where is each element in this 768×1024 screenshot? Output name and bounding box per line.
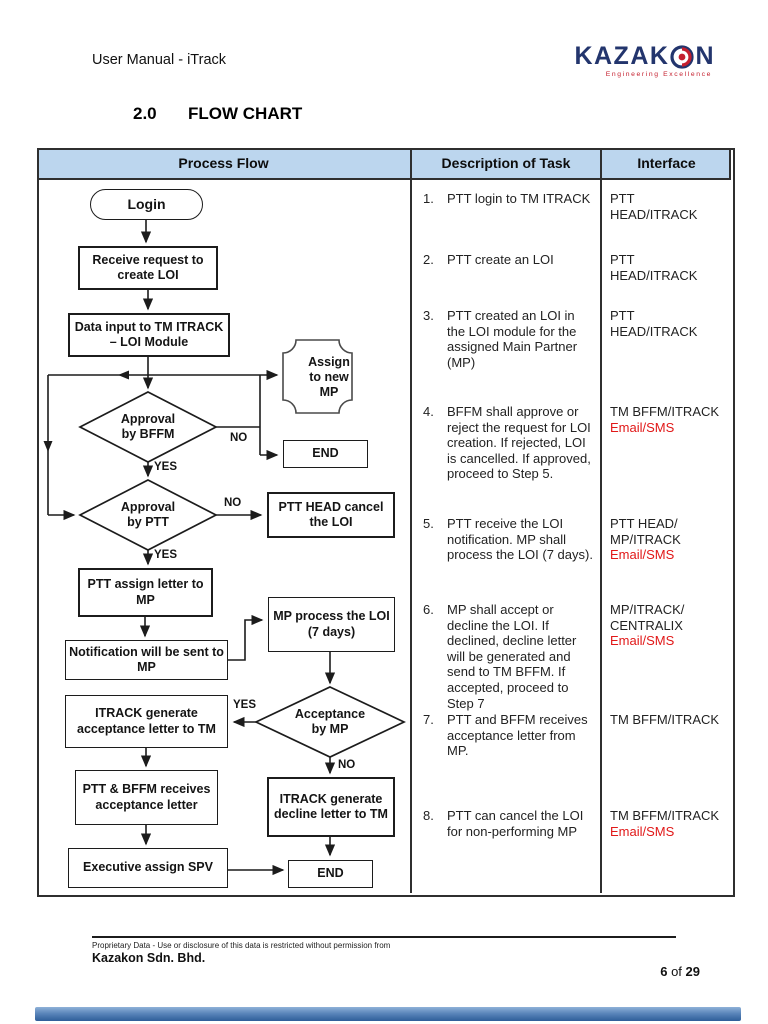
node-ptt-bffm-receives: PTT & BFFM receives acceptance letter (75, 770, 218, 825)
node-itrack-acceptance-letter: ITRACK generate acceptance letter to TM (65, 695, 228, 748)
section-heading: 2.0 FLOW CHART (133, 104, 302, 124)
node-assign-new-mp: Assign to new MP (308, 354, 350, 399)
interface-channel: Email/SMS (610, 547, 675, 563)
task-number: 8. (423, 808, 434, 823)
node-acceptance-by-mp: Acceptance by MP (294, 707, 366, 736)
task-text: PTT created an LOI in the LOI module for… (447, 308, 578, 370)
node-end-1: END (283, 440, 368, 468)
page-number: 6 of 29 (500, 964, 700, 979)
task-item-6: 6. MP shall accept or decline the LOI. I… (423, 602, 595, 711)
page-number-current: 6 (660, 964, 668, 979)
company-logo: KAZAK N Engineering Excellence (560, 44, 715, 79)
logo-tagline: Engineering Excellence (605, 71, 712, 78)
label-ptt-no: NO (224, 497, 242, 509)
interface-line: TM BFFM/ITRACK (610, 712, 720, 727)
node-executive-assign-spv: Executive assign SPV (68, 848, 228, 888)
logo-text-left: KAZAK (574, 42, 670, 70)
label-ptt-yes: YES (154, 549, 178, 561)
interface-item-2: PTT HEAD/ITRACK (610, 252, 728, 283)
label-acceptance-yes: YES (233, 699, 257, 711)
table-header-row (37, 148, 731, 180)
interface-line: PTT HEAD/ (610, 516, 678, 531)
column-divider-2 (600, 148, 602, 893)
task-number: 5. (423, 516, 434, 531)
col-header-process-flow: Process Flow (178, 155, 269, 171)
task-item-8: 8. PTT can cancel the LOI for non-perfor… (423, 808, 595, 839)
interface-channel: Email/SMS (610, 419, 675, 435)
footer-notice: Proprietary Data - Use or disclosure of … (92, 941, 391, 950)
page-number-total: 29 (685, 964, 700, 979)
interface-item-8: TM BFFM/ITRACK Email/SMS (610, 808, 728, 839)
task-number: 7. (423, 712, 434, 727)
column-divider-1 (410, 148, 412, 893)
interface-item-6: MP/ITRACK/ CENTRALIX Email/SMS (610, 602, 728, 649)
node-receive-request: Receive request to create LOI (78, 246, 218, 290)
task-text: MP shall accept or decline the LOI. If d… (447, 602, 577, 711)
interface-channel: Email/SMS (610, 823, 675, 839)
node-end-2: END (288, 860, 373, 888)
document-title: User Manual - iTrack (92, 52, 227, 68)
interface-line: CENTRALIX (610, 617, 683, 633)
task-text: PTT login to TM ITRACK (447, 191, 591, 206)
task-item-1: 1. PTT login to TM ITRACK (423, 191, 595, 207)
interface-line: PTT (610, 308, 635, 323)
interface-item-5: PTT HEAD/ MP/ITRACK Email/SMS (610, 516, 728, 563)
task-item-5: 5. PTT receive the LOI notification. MP … (423, 516, 595, 563)
node-login: Login (90, 189, 203, 220)
interface-line: TM BFFM/ITRACK (610, 808, 720, 823)
node-approval-ptt: Approval by PTT (120, 500, 176, 529)
label-acceptance-no: NO (338, 759, 356, 771)
page-number-of: of (667, 964, 686, 979)
interface-item-4: TM BFFM/ITRACK Email/SMS (610, 404, 728, 435)
interface-line: TM BFFM/ITRACK (610, 404, 720, 419)
interface-item-3: PTT HEAD/ITRACK (610, 308, 728, 339)
task-number: 2. (423, 252, 434, 267)
node-itrack-decline-letter: ITRACK generate decline letter to TM (267, 777, 395, 837)
task-text: PTT and BFFM receives acceptance letter … (447, 712, 588, 759)
task-item-3: 3. PTT created an LOI in the LOI module … (423, 308, 595, 370)
section-number: 2.0 (133, 104, 157, 123)
interface-line: HEAD/ITRACK (610, 323, 698, 339)
node-approval-bffm: Approval by BFFM (120, 412, 176, 441)
section-title: FLOW CHART (188, 104, 303, 123)
col-header-interface: Interface (637, 155, 696, 171)
logo-wordmark: KAZAK N (560, 44, 715, 69)
interface-line: MP/ITRACK/ (610, 602, 685, 617)
task-text: PTT can cancel the LOI for non-performin… (447, 808, 584, 839)
interface-line: PTT (610, 252, 635, 267)
logo-swirl-icon (670, 44, 695, 69)
task-text: PTT create an LOI (447, 252, 554, 267)
task-text: PTT receive the LOI notification. MP sha… (447, 516, 593, 563)
task-number: 1. (423, 191, 434, 206)
col-header-description: Description of Task (441, 155, 571, 171)
logo-text-right: N (695, 42, 715, 70)
interface-line: HEAD/ITRACK (610, 267, 698, 283)
task-number: 4. (423, 404, 434, 419)
interface-item-1: PTT HEAD/ITRACK (610, 191, 728, 222)
footer-company: Kazakon Sdn. Bhd. (92, 951, 206, 965)
task-number: 6. (423, 602, 434, 617)
task-item-2: 2. PTT create an LOI (423, 252, 595, 268)
footer-divider (92, 936, 676, 938)
interface-line: MP/ITRACK (610, 531, 681, 547)
task-item-7: 7. PTT and BFFM receives acceptance lett… (423, 712, 595, 759)
node-ptt-head-cancel: PTT HEAD cancel the LOI (267, 492, 395, 538)
interface-channel: Email/SMS (610, 633, 675, 649)
label-bffm-yes: YES (154, 461, 178, 473)
node-ptt-assign-letter: PTT assign letter to MP (78, 568, 213, 617)
interface-line: HEAD/ITRACK (610, 206, 698, 222)
task-text: BFFM shall approve or reject the request… (447, 404, 591, 482)
node-notification-sent: Notification will be sent to MP (65, 640, 228, 680)
bottom-scroll-bar (35, 1007, 741, 1021)
node-mp-process-loi: MP process the LOI (7 days) (268, 597, 395, 652)
label-bffm-no: NO (230, 432, 248, 444)
task-item-4: 4. BFFM shall approve or reject the requ… (423, 404, 595, 482)
task-number: 3. (423, 308, 434, 323)
node-data-input: Data input to TM ITRACK – LOI Module (68, 313, 230, 357)
interface-item-7: TM BFFM/ITRACK (610, 712, 728, 728)
interface-line: PTT (610, 191, 635, 206)
